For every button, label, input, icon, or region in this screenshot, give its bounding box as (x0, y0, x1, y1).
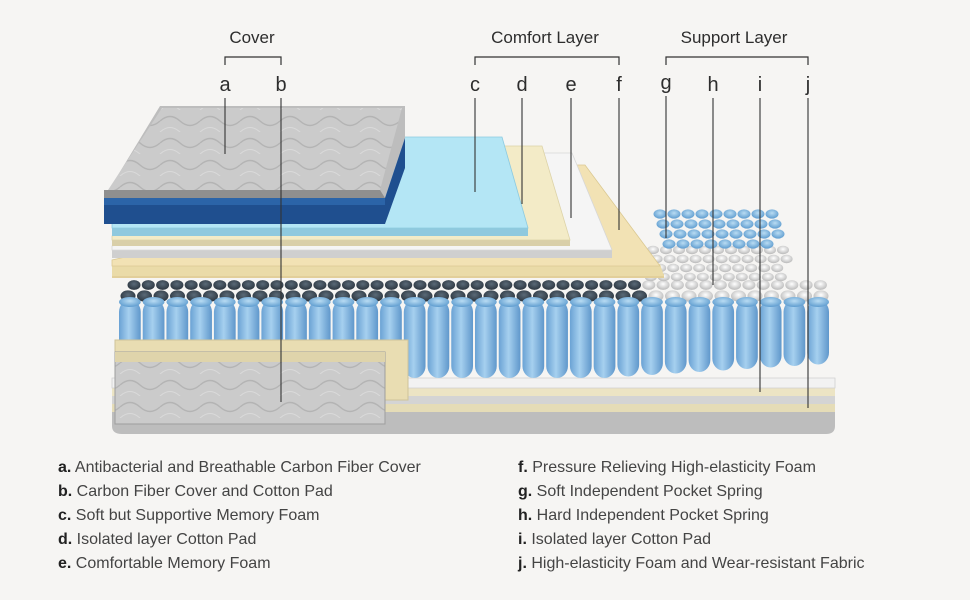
spring-coil (759, 300, 782, 368)
letter-c: c (470, 74, 480, 96)
spring-coil (664, 300, 687, 374)
legend-item: j. High-elasticity Foam and Wear-resista… (518, 555, 865, 572)
spring-coil (617, 300, 640, 377)
group-label-cover: Cover (229, 28, 275, 47)
spring-coil (641, 300, 663, 375)
spring-coil (546, 300, 568, 378)
spring-coil (736, 300, 758, 369)
legend-item: g. Soft Independent Pocket Spring (518, 483, 763, 500)
letter-b: b (275, 74, 287, 96)
letter-f: f (616, 74, 622, 96)
legend-item: b. Carbon Fiber Cover and Cotton Pad (58, 483, 333, 500)
leader-lines (224, 96, 809, 408)
spring-coil (451, 300, 473, 378)
legend-right: f. Pressure Relieving High-elasticity Fo… (518, 456, 865, 576)
spring-coil (522, 300, 545, 378)
group-brackets (224, 56, 809, 65)
letter-e: e (565, 74, 577, 96)
legend-item: a. Antibacterial and Breathable Carbon F… (58, 459, 421, 476)
spring-coil (427, 300, 450, 378)
legend-item: i. Isolated layer Cotton Pad (518, 531, 712, 548)
side-cutaway (114, 339, 409, 425)
letter-g: g (660, 72, 672, 94)
group-label-support: Support Layer (680, 28, 788, 47)
letter-j: j (805, 74, 811, 96)
spring-coil (498, 300, 521, 378)
cover-block (104, 106, 405, 224)
letter-h: h (707, 74, 719, 96)
spring-coil (712, 300, 735, 371)
spring-coil (475, 300, 497, 378)
letter-i: i (757, 74, 763, 96)
legend-item: c. Soft but Supportive Memory Foam (58, 507, 320, 524)
spring-coil (593, 300, 616, 378)
legend-item: e. Comfortable Memory Foam (58, 555, 271, 572)
spring-coil (807, 300, 829, 365)
spring-coil (569, 300, 592, 378)
group-label-comfort: Comfort Layer (491, 28, 599, 47)
spring-coil (403, 300, 426, 378)
letter-d: d (516, 74, 528, 96)
letter-a: a (219, 74, 231, 96)
legend-left: a. Antibacterial and Breathable Carbon F… (58, 456, 421, 576)
legend-item: d. Isolated layer Cotton Pad (58, 531, 257, 548)
spring-coil (688, 300, 711, 372)
spring-coil (783, 300, 806, 366)
legend-item: f. Pressure Relieving High-elasticity Fo… (518, 459, 816, 476)
legend-item: h. Hard Independent Pocket Spring (518, 507, 769, 524)
